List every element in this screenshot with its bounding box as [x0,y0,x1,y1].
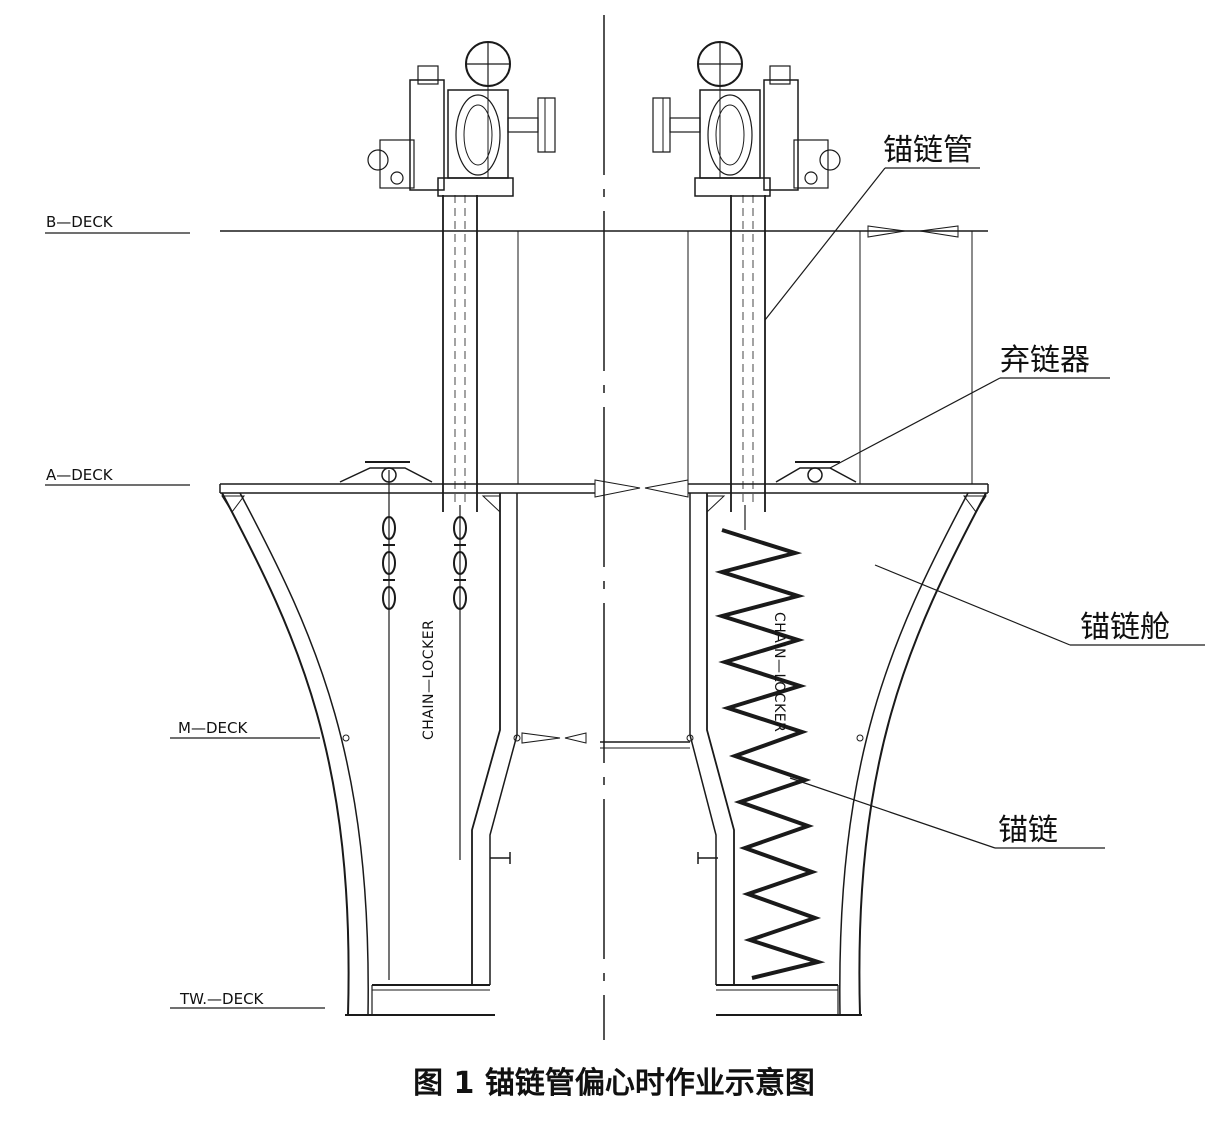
callout-leaders [764,167,1205,849]
callout-hawse-pipe: 锚链管 [883,133,973,168]
b-deck-label: B—DECK [46,213,114,231]
right-chain-stopper [775,461,857,483]
chain-locker-diagram: B—DECK A—DECK M—DECK TW.—DECK [45,15,1205,1040]
left-chain-links-a [382,516,396,610]
a-deck-label: A—DECK [46,466,114,484]
right-windlass [652,41,841,197]
a-deck-plate [219,479,989,498]
right-chain-pile [714,505,826,980]
callout-chain-locker: 锚链舱 [1080,610,1170,645]
m-deck-label: M—DECK [178,719,248,737]
trunk-walls [517,225,973,484]
left-locker-label: CHAIN—LOCKER [421,620,437,740]
tw-deck-label: TW.—DECK [179,990,265,1008]
figure-caption: 图 1 锚链管偏心时作业示意图 [413,1066,815,1101]
left-hawse-pipe [442,195,478,512]
left-chains [382,470,467,980]
right-chain-locker [600,492,987,1016]
right-locker-label: CHAIN—LOCKER [771,612,787,732]
left-chain-links-b [453,516,467,610]
left-windlass [367,41,556,197]
left-chain-locker [221,492,587,1016]
right-hawse-pipe [730,195,766,512]
callout-chain-stopper: 弃链器 [1000,343,1090,378]
left-chain-stopper [339,461,433,483]
callout-anchor-chain: 锚链 [998,813,1058,848]
